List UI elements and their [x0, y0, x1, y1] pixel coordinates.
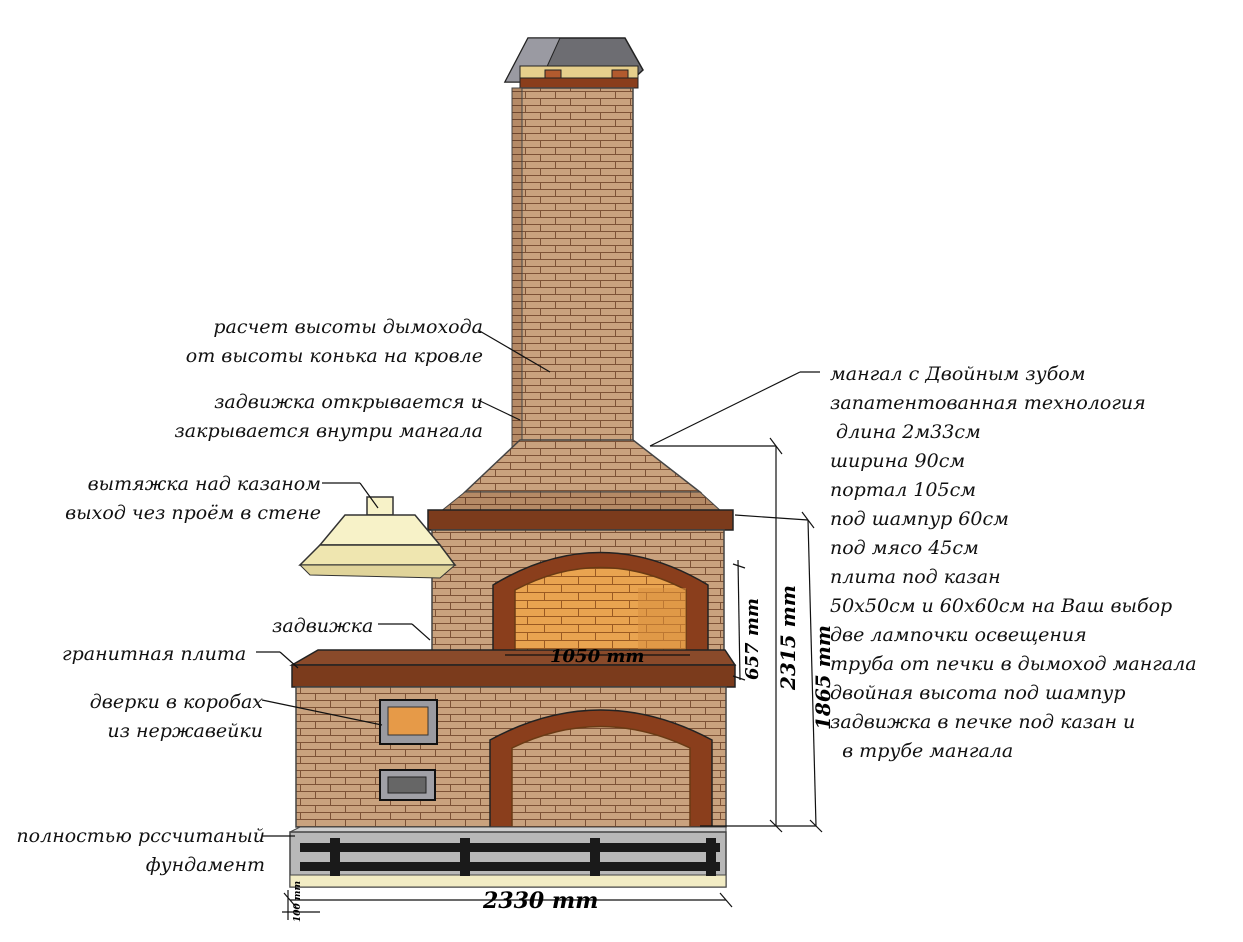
label-chimney-height: расчет высоты дымохода от высоты конька … — [185, 316, 483, 367]
foundation — [289, 826, 727, 888]
chimney-shoulder — [438, 439, 724, 513]
spec-item: задвижка в печке под казан и — [830, 711, 1136, 733]
chimney-cap — [503, 37, 644, 89]
stainless-doors — [379, 699, 438, 801]
spec-item: запатентованная технология — [830, 392, 1146, 414]
spec-list: мангал с Двойным зубом запатентованная те… — [830, 360, 1197, 766]
chimney — [511, 87, 634, 454]
spec-item: под шампур 60см — [830, 508, 1009, 530]
label-foundation: полностью рссчитаный фундамент — [16, 825, 265, 876]
dimension-lines — [282, 437, 823, 920]
spec-item: портал 105см — [830, 479, 976, 501]
label-granite: гранитная плита — [62, 643, 247, 665]
spec-item: две лампочки освещения — [830, 624, 1087, 646]
dim-portal-height: 657 mm — [742, 598, 763, 680]
lower-body — [295, 686, 727, 828]
label-damper: задвижка — [272, 615, 374, 637]
label-damper-inside: задвижка открывается и закрывается внутр… — [174, 391, 483, 442]
granite-slab — [289, 649, 737, 688]
label-doors: дверки в коробах из нержавейки — [89, 691, 263, 742]
spec-item: 50х50см и 60х60см на Ваш выбор — [830, 595, 1173, 617]
upper-cornice — [427, 509, 734, 531]
dim-total-height: 2315 mm — [776, 585, 800, 691]
spec-item: ширина 90см — [830, 450, 966, 472]
spec-item: в трубе мангала — [830, 740, 1014, 762]
dim-total-length: 2330 mm — [482, 888, 598, 914]
spec-item: под мясо 45см — [830, 537, 979, 559]
spec-item: мангал с Двойным зубом — [830, 363, 1086, 385]
mangal-portal — [431, 529, 725, 666]
spec-item: труба от печки в дымоход мангала — [830, 653, 1197, 675]
dim-portal-width: 1050 mm — [550, 646, 644, 667]
spec-item: плита под казан — [830, 566, 1001, 588]
dim-foundation-small: 100 mm — [293, 881, 303, 922]
dim-body-height: 1865 mm — [811, 625, 835, 730]
hood — [298, 496, 457, 579]
spec-item: длина 2м33см — [830, 421, 981, 443]
leader-lines — [256, 329, 820, 837]
spec-item: двойная высота под шампур — [830, 682, 1126, 704]
label-hood: вытяжка над казаном выход чез проём в ст… — [65, 473, 321, 524]
